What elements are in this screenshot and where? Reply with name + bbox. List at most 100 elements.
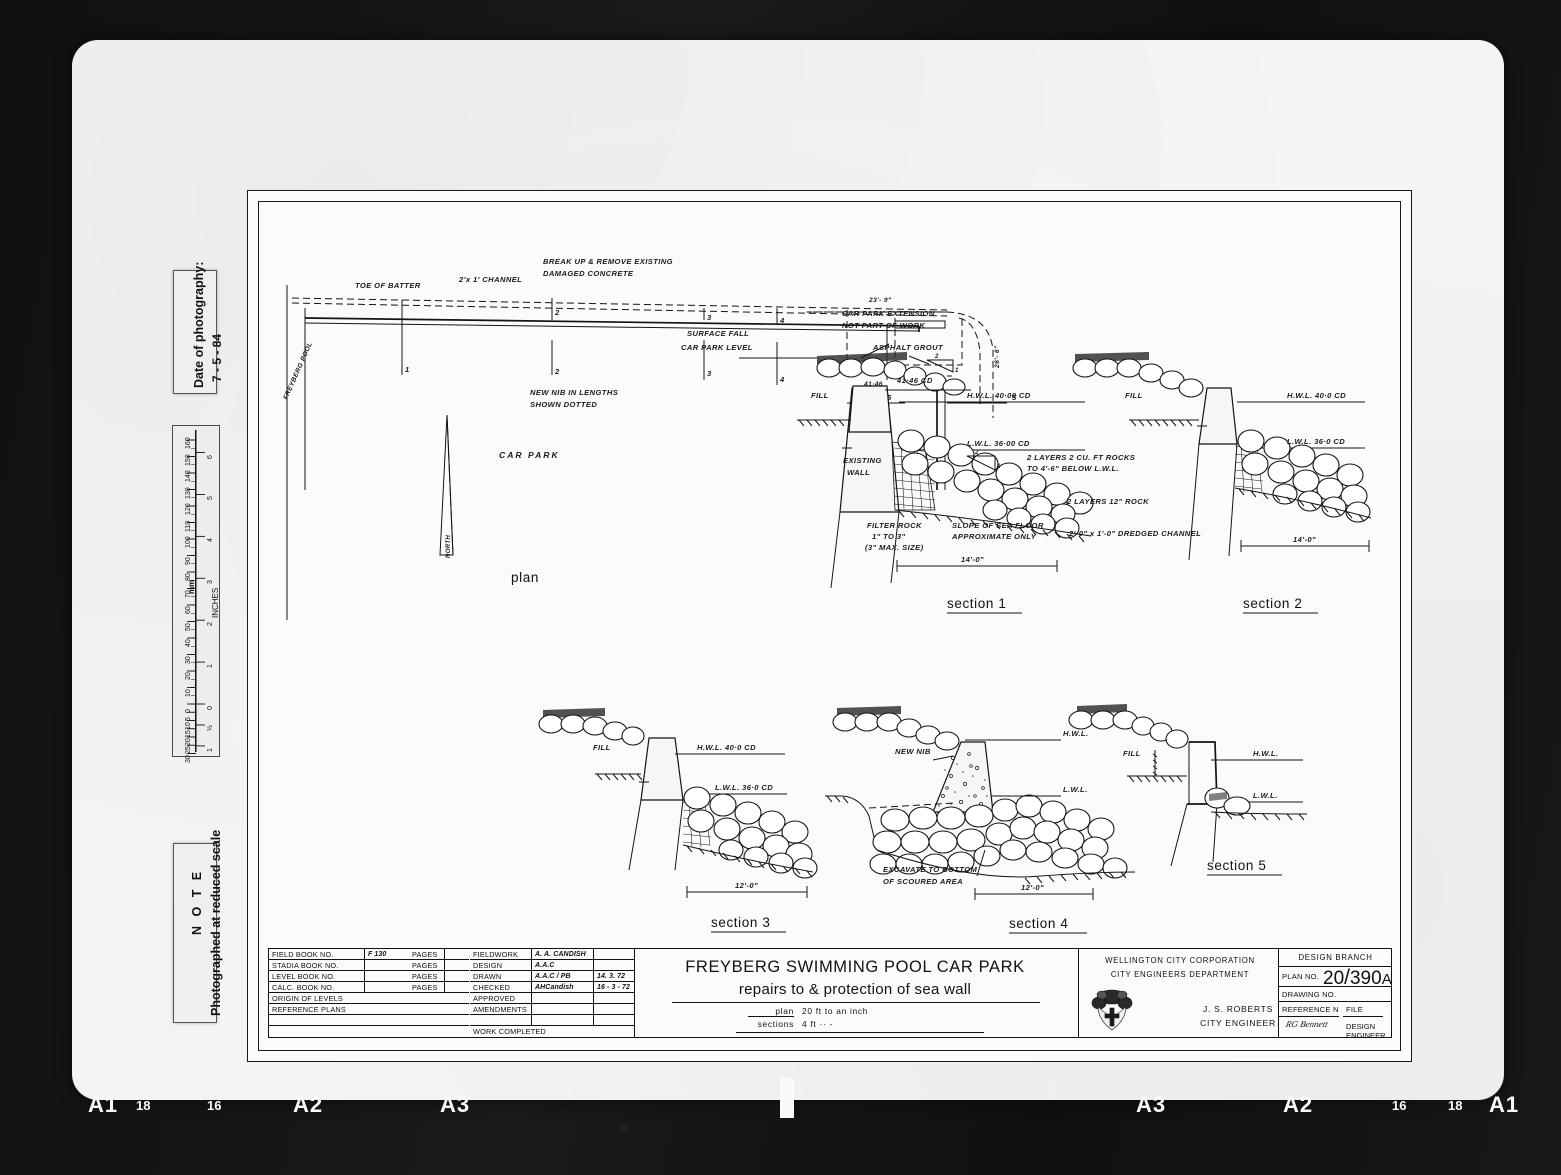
section-4-excavate-1: EXCAVATE TO BOTTOM	[883, 865, 978, 874]
section-1-car-park-ext-1: CAR PARK EXTENSION	[842, 309, 935, 318]
section-2-fill: FILL	[1125, 391, 1143, 400]
section-5-graphics: FILL H.W.L. L.W.L. section 5	[1068, 704, 1308, 876]
scale-underline	[736, 1032, 984, 1034]
calc-book-label: CALC. BOOK NO.	[269, 982, 365, 993]
design-engineer-label: DESIGN ENGINEER	[1346, 1022, 1386, 1040]
section-3-hwl: H.W.L. 40·0 CD	[697, 743, 756, 752]
title-panel-divider	[634, 948, 635, 1038]
city-engineer-title: CITY ENGINEER	[1200, 1018, 1276, 1028]
ruler-mm-tick: 160	[185, 437, 192, 449]
city-crest-icon	[1091, 989, 1133, 1031]
ruler-mm-tick: 70	[185, 589, 192, 598]
note-strip	[173, 843, 217, 1023]
section-3-dim-12ft: 12'-0"	[735, 881, 758, 890]
plan-section-mark-2a: 2	[554, 308, 560, 317]
amendments-by	[532, 1004, 594, 1015]
section-1-sea-floor-1: SLOPE OF SEA FLOOR	[952, 521, 1044, 530]
design-branch-header: DESIGN BRANCH	[1298, 953, 1373, 962]
section-1-lwl: L.W.L. 36·00 CD	[967, 439, 1030, 448]
stadia-book-value	[365, 960, 409, 971]
plan-section-mark-5a: 5	[887, 393, 892, 402]
plan-label-new-nib-1: NEW NIB IN LENGTHS	[530, 388, 618, 397]
checked-date: 16 - 3 - 72	[594, 982, 634, 993]
ruler-mm-tick: 120	[185, 503, 192, 515]
section-3-caption: section 3	[711, 915, 770, 930]
section-1-level-4146-cd: 41·46 CD	[896, 376, 933, 385]
section-1-layers-depth: TO 4'-6" BELOW L.W.L.	[1027, 464, 1119, 473]
checked-by: AHCandish	[532, 982, 594, 993]
design-branch-divider	[1278, 948, 1279, 1038]
plan-section-mark-1: 1	[405, 365, 410, 374]
amendments-label: AMENDMENTS	[470, 1004, 532, 1015]
section-2-caption: section 2	[1243, 596, 1302, 611]
ruler-mm-tick: 130	[185, 486, 192, 499]
field-book-value: F 130	[365, 949, 409, 960]
title-underline	[672, 1002, 1040, 1004]
bottom-scale-right-a1: A1	[1489, 1092, 1520, 1117]
ruler-mm-tick: 30	[185, 655, 192, 664]
ruler-mm-tick: 15	[185, 729, 192, 738]
section-5-caption: section 5	[1207, 858, 1266, 873]
design-branch-rule	[1279, 966, 1392, 967]
plan-dimension-long: 23'- 9"	[868, 297, 892, 304]
section-2-dim-14ft: 14'-0"	[1293, 535, 1316, 544]
plan-dimension-return: 26'- 6"	[994, 345, 1001, 369]
section-3-fill: FILL	[593, 743, 611, 752]
plan-section-mark-5b: 5	[1012, 393, 1017, 402]
ruler-mm-tick: 50	[185, 622, 192, 631]
ruler-inch-tick: 0	[207, 706, 214, 710]
authority-line-2: CITY ENGINEERS DEPARTMENT	[1110, 970, 1250, 979]
scale-row-sections-value: 4 ft ·· -	[802, 1019, 833, 1029]
section-1-asphalt-grout: ASPHALT GROUT	[872, 343, 944, 352]
ruler-mm-tick: 30	[185, 754, 192, 763]
section-1-slope-1b: 1	[997, 464, 1001, 470]
section-1-surface-fall: SURFACE FALL	[687, 329, 749, 338]
field-book-pages: PAGES	[409, 949, 445, 960]
section-1-existing-2: WALL	[847, 468, 870, 477]
section-3-lwl: L.W.L. 36·0 CD	[715, 783, 773, 792]
ruler-inch-tick: 1	[207, 664, 214, 669]
section-4-graphics: NEW NIB H.W.L. L.W.L. EXCAVATE TO BOTTOM…	[825, 706, 1136, 934]
work-completed-row: WORK COMPLETED	[473, 1027, 546, 1036]
section-5-hwl: H.W.L.	[1253, 749, 1278, 758]
section-1-layers-2cuft: 2 LAYERS 2 CU. FT ROCKS	[1026, 453, 1135, 462]
plan-section-mark-3b: 3	[707, 369, 712, 378]
ruler-inch-tick: 5	[207, 496, 214, 501]
drawing-title-main: FREYBERG SWIMMING POOL CAR PARK	[685, 958, 1025, 976]
section-1-caption: section 1	[947, 596, 1006, 611]
approved-label: APPROVED	[470, 993, 532, 1004]
section-4-new-nib: NEW NIB	[895, 747, 931, 756]
origin-of-levels-row: ORIGIN OF LEVELS	[269, 993, 469, 1004]
section-1-graphics: SURFACE FALL CAR PARK LEVEL CAR PARK EXT…	[681, 309, 1201, 614]
plan-no-slash: /	[1344, 966, 1350, 989]
plan-label-car-park: CAR PARK	[499, 450, 560, 460]
plan-label-toe-of-batter: TOE OF BATTER	[355, 281, 421, 290]
ruler-inch-tick: 1	[207, 748, 214, 752]
bottom-scale-left-a3: A3	[440, 1092, 471, 1117]
date-of-photography-value: 7 - 5 - 84	[210, 333, 224, 382]
reference-no-label: REFERENCE NO.	[1279, 1002, 1339, 1017]
ruler-mm-tick: 150	[185, 453, 192, 466]
fieldwork-label: FIELDWORK	[470, 949, 532, 960]
level-book-value	[365, 971, 409, 982]
engineering-drawing: TOE OF BATTER 2'x 1' CHANNEL BREAK UP & …	[247, 190, 1412, 1062]
bottom-scale-left-a2: A2	[293, 1092, 324, 1117]
ruler-inch-tick: 2	[207, 622, 214, 627]
stadia-book-spare	[445, 960, 469, 971]
ruler-mm-tick: 20	[185, 672, 192, 680]
ruler-mm-tick: 10	[185, 721, 192, 730]
section-1-filter-max: (3" MAX. SIZE)	[865, 543, 924, 552]
drawn-by: A.A.C / PB	[532, 971, 594, 982]
ruler-mm-tick: 5	[185, 717, 192, 722]
calc-book-spare	[445, 982, 469, 993]
checked-label: CHECKED	[470, 982, 532, 993]
section-4-dim-12ft: 12'-0"	[1021, 883, 1044, 892]
plan-label-north: NORTH	[446, 535, 452, 558]
ruler-mm-tick: 60	[185, 606, 192, 614]
authority-line-1: WELLINGTON CITY CORPORATION	[1105, 956, 1255, 965]
field-book-spare	[445, 949, 469, 960]
reference-plans-row: REFERENCE PLANS	[269, 1004, 469, 1015]
section-1-layers-12in: 2 LAYERS 12" ROCK	[1066, 497, 1149, 506]
plan-no-suffix: A	[1381, 971, 1392, 988]
